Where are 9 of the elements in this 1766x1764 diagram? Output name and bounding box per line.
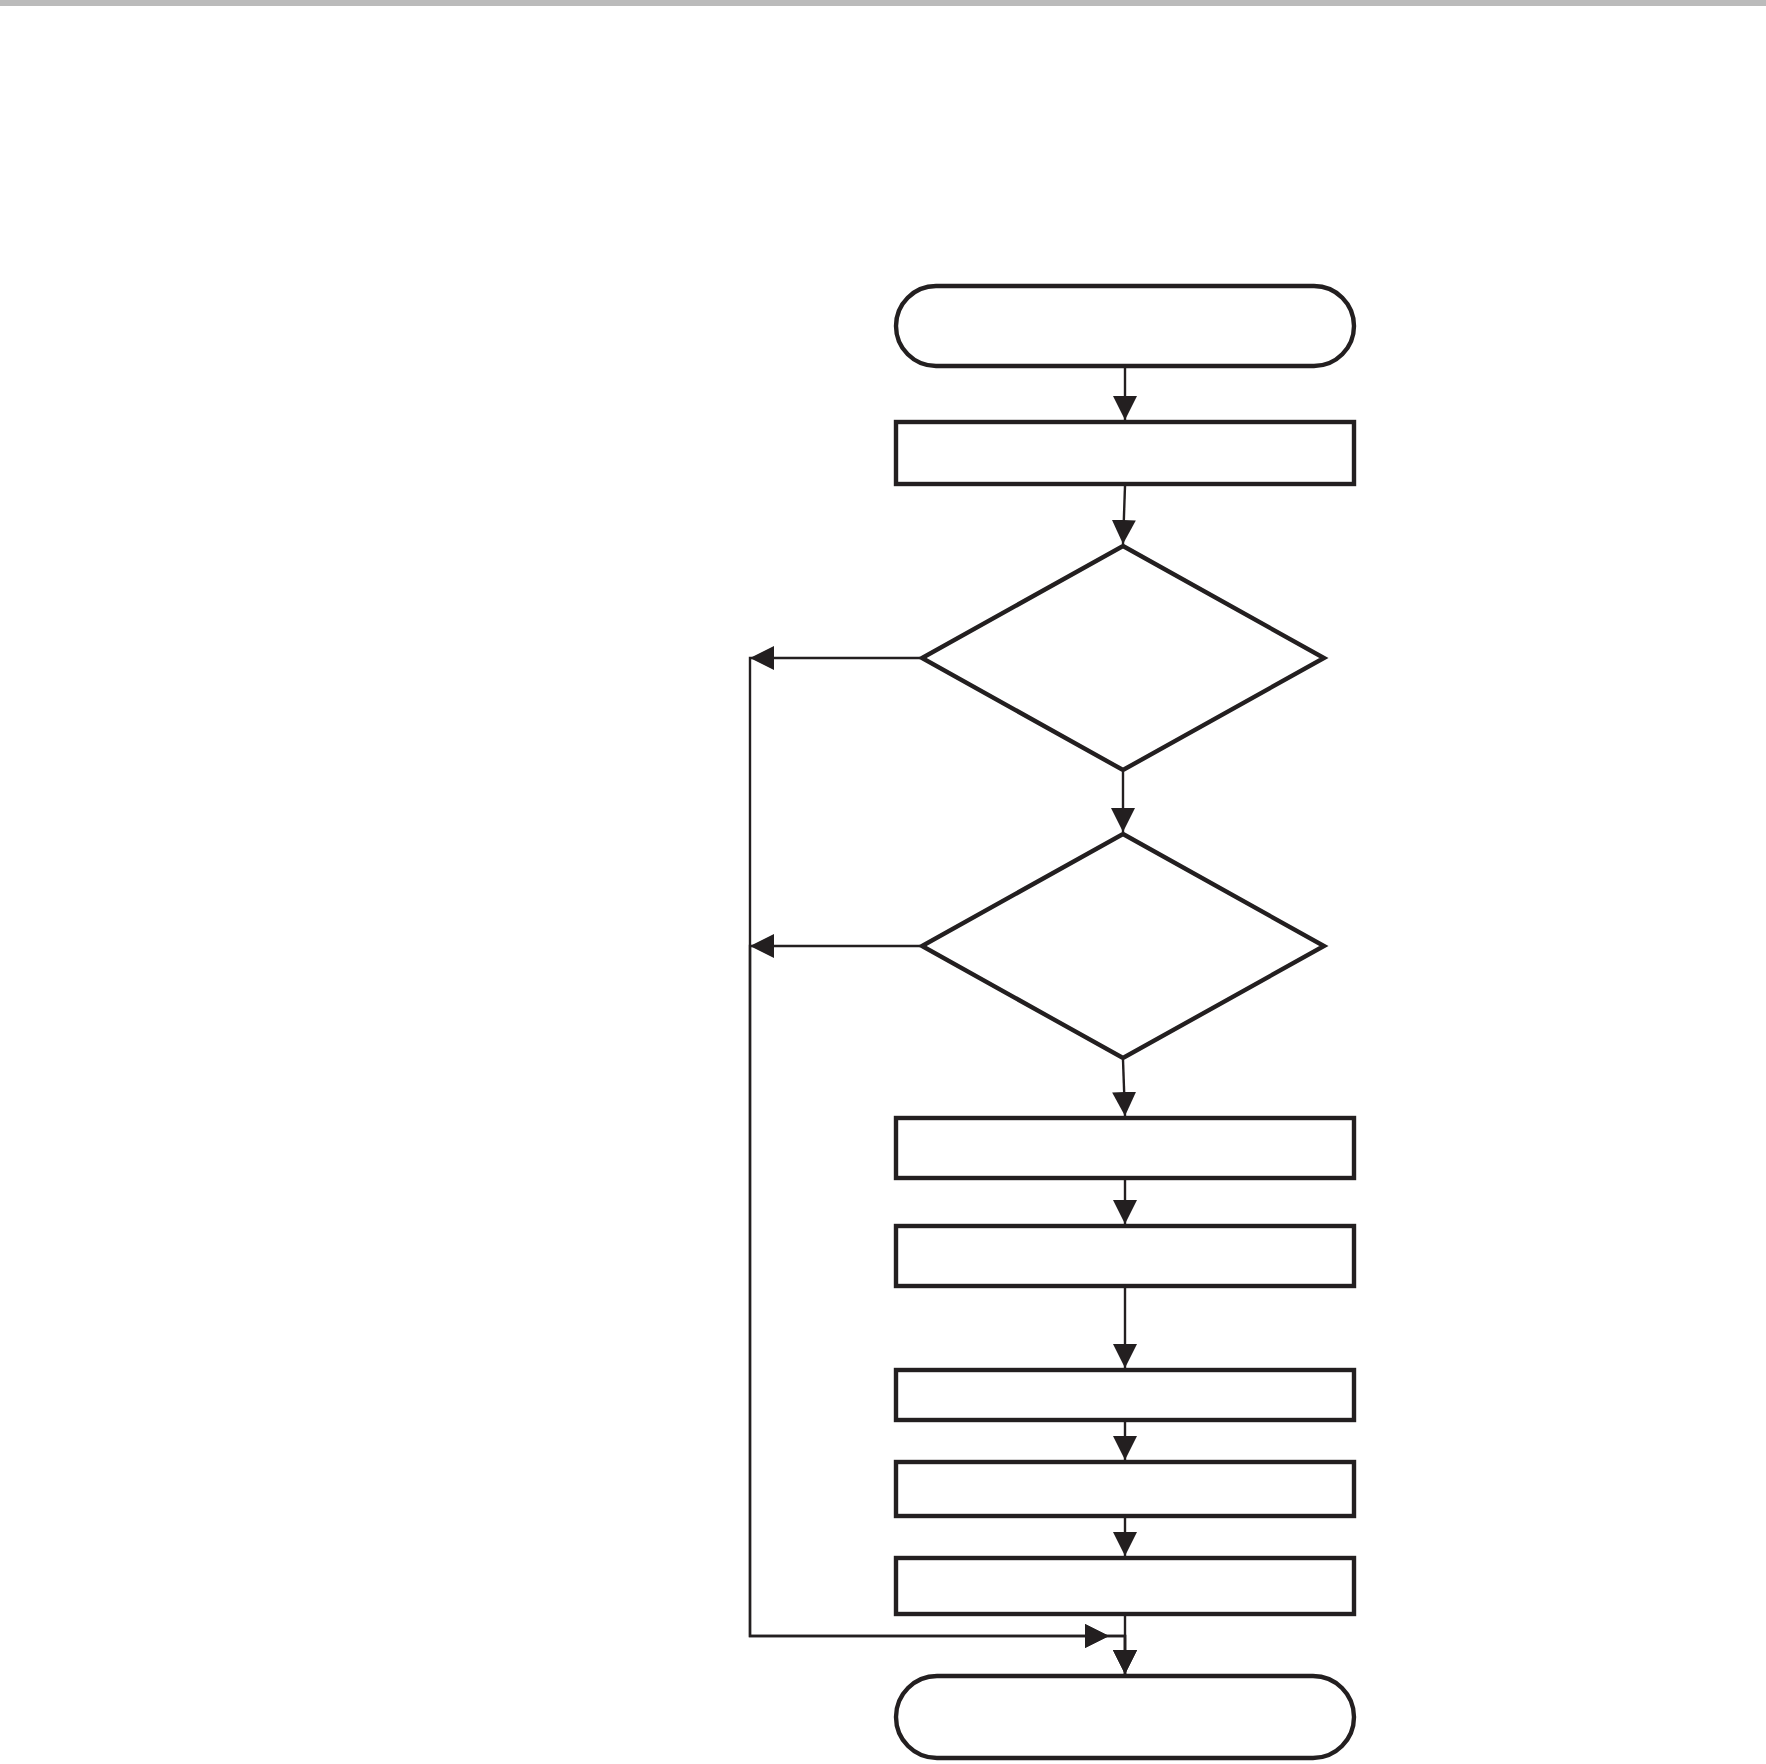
arrow — [748, 934, 1137, 1674]
arrow — [1113, 1180, 1137, 1224]
arrow — [1113, 1518, 1137, 1556]
arrow — [1113, 1288, 1137, 1368]
arrow — [1112, 1059, 1137, 1117]
arrow — [1111, 772, 1135, 832]
arrow — [1111, 485, 1136, 545]
arrow — [1113, 368, 1137, 420]
arrow — [1113, 1422, 1137, 1460]
